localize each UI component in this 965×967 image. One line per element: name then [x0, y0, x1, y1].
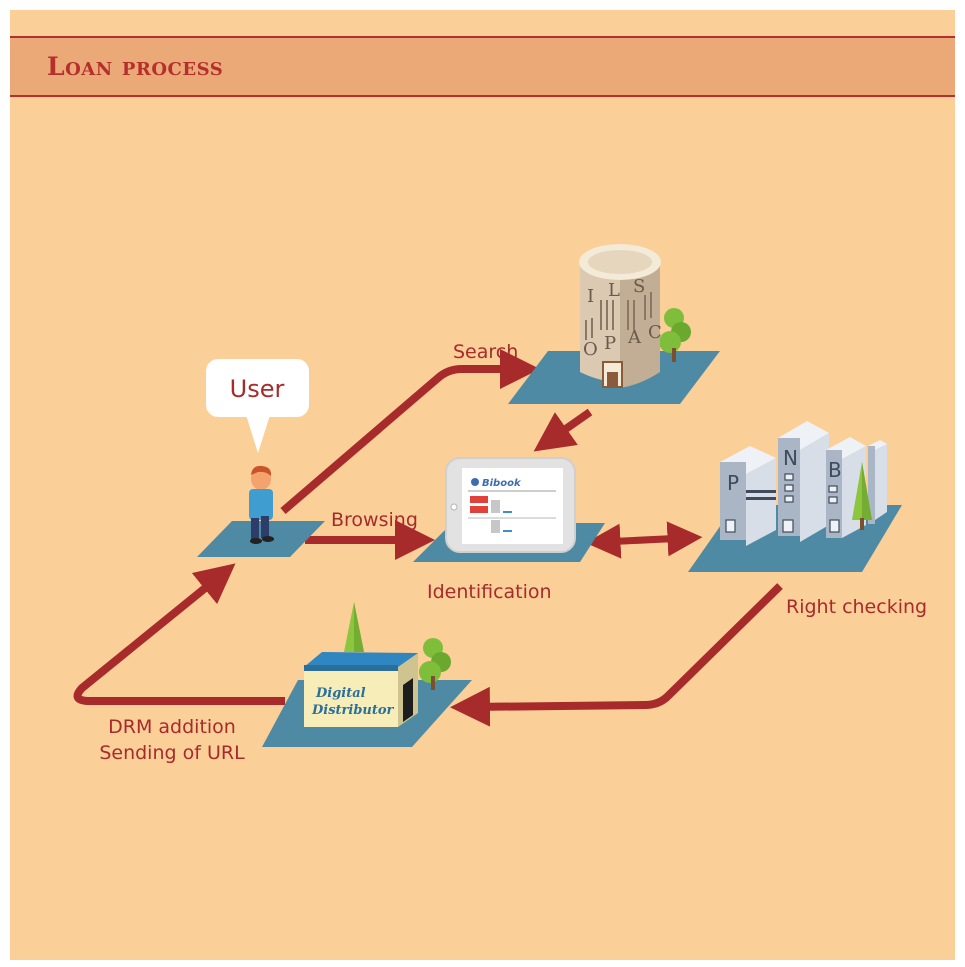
flow-arrows	[73, 349, 783, 727]
opac-letter-a: A	[627, 327, 642, 348]
distributor-tree-icon	[344, 602, 451, 690]
distributor-sign-line1: Digital	[315, 686, 366, 701]
identification-right-check-arrow	[585, 521, 703, 559]
library-letter-b: B	[828, 458, 842, 482]
opac-letter-l: L	[608, 280, 620, 301]
user-label: User	[230, 375, 285, 403]
title-band: Loan process	[10, 36, 955, 97]
distributor-shop-icon: Digital Distributor	[304, 602, 451, 727]
library-buildings-icon: P N B	[720, 421, 887, 546]
browsing-label: Browsing	[331, 509, 418, 531]
library-letter-p: P	[727, 471, 739, 495]
drm-addition-label: DRM addition	[108, 716, 236, 738]
library-tree-icon	[852, 462, 872, 530]
tablet-app-name: Bibook	[482, 478, 522, 489]
right-checking-arrow	[450, 583, 783, 727]
right-checking-label: Right checking	[786, 596, 927, 618]
opac-tower-icon: I L S O P A C	[579, 244, 691, 388]
opac-letter-p: P	[604, 333, 616, 354]
search-label: Search	[453, 341, 518, 363]
identification-label: Identification	[427, 581, 552, 603]
opac-letter-c: C	[648, 322, 662, 343]
user-figure-icon	[249, 465, 274, 544]
library-letter-n: N	[783, 446, 798, 470]
user-platform	[197, 521, 325, 557]
flow-labels: Search Browsing Identification Right che…	[99, 341, 927, 764]
user-node: User	[206, 359, 309, 544]
search-arrow	[280, 349, 540, 515]
tablet-icon: Bibook	[445, 457, 576, 553]
opac-letter-s: S	[633, 276, 645, 297]
opac-letter-i: I	[587, 286, 594, 307]
drm-return-arrow	[73, 563, 285, 705]
page-title: Loan process	[47, 52, 224, 81]
tree-icon	[659, 308, 691, 362]
distributor-sign-line2: Distributor	[311, 703, 395, 718]
user-speech-bubble: User	[206, 359, 309, 453]
opac-to-tablet-arrow	[533, 408, 593, 452]
sending-url-label: Sending of URL	[99, 742, 245, 764]
opac-letter-o: O	[583, 339, 598, 360]
